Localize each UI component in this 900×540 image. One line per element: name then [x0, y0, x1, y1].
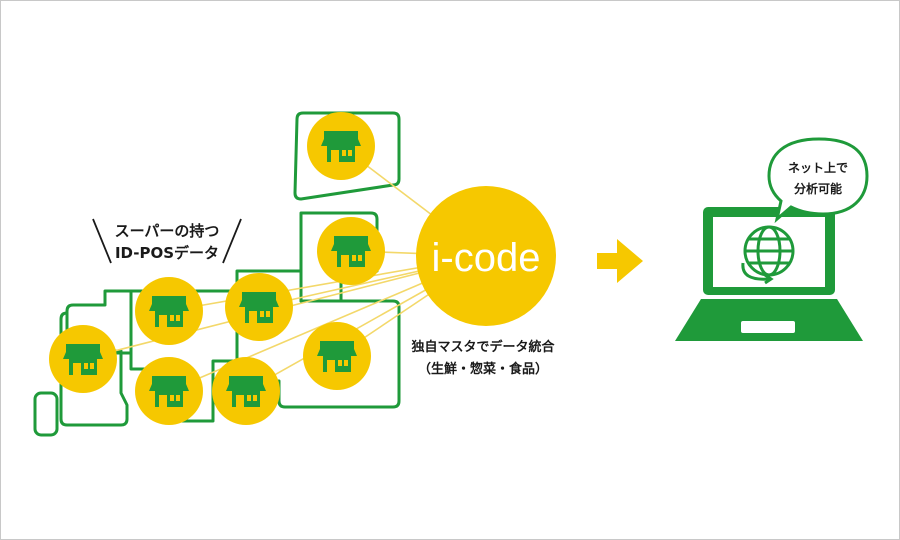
store-icon [303, 322, 371, 390]
store-icon [317, 217, 385, 285]
store-icon [225, 273, 293, 341]
bubble-line-2: 分析可能 [794, 181, 842, 196]
bubble-shape [767, 137, 869, 224]
globe-icon [741, 225, 795, 285]
store-icon [212, 357, 280, 425]
store-icon [135, 277, 203, 345]
store-icon [135, 357, 203, 425]
speech-bubble: ネット上で 分析可能 [767, 137, 869, 224]
bubble-line-1: ネット上で [788, 160, 848, 175]
store-icon [307, 112, 375, 180]
map-region-kyushu [59, 311, 129, 427]
right-arrow-icon [597, 239, 643, 283]
i-code-hub: i-code 独自マスタでデータ統合 （生鮮・惣菜・食品） [411, 186, 556, 377]
hub-label: i-code [432, 236, 541, 280]
hub-desc-line-1: 独自マスタでデータ統合 [411, 339, 555, 355]
map-region-island [33, 391, 59, 437]
laptop-base [675, 299, 863, 341]
map-region-kanto-chubu [235, 269, 401, 409]
hub-desc-line-2: （生鮮・惣菜・食品） [418, 361, 548, 377]
hub-circle [416, 186, 556, 326]
caption-line-1: スーパーの持つ [115, 222, 220, 240]
laptop-trackpad [741, 321, 795, 333]
id-pos-caption: スーパーの持つ ID-POSデータ [92, 218, 242, 264]
laptop [675, 207, 863, 341]
caption-slash-left [92, 218, 112, 264]
caption-line-2: ID-POSデータ [115, 244, 219, 262]
store-nodes [49, 112, 385, 425]
store-icon [49, 325, 117, 393]
map-region-hokkaido [293, 111, 401, 201]
caption-slash-right [222, 218, 242, 264]
